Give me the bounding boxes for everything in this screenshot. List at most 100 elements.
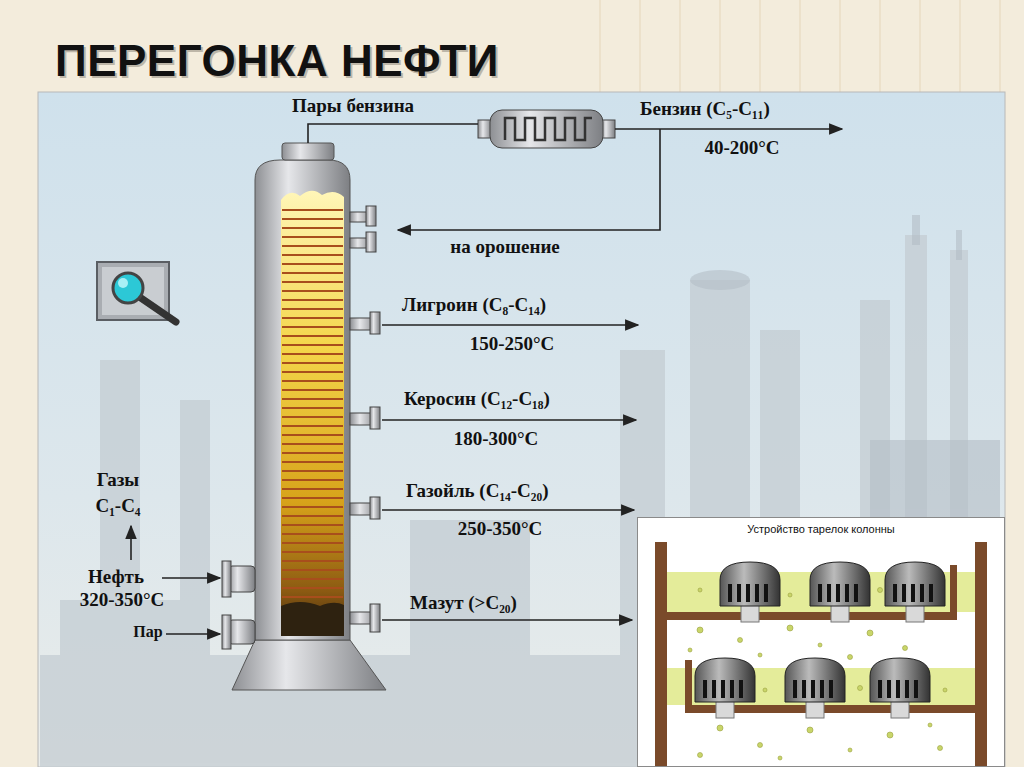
tray-lines xyxy=(282,344,343,346)
tray-inset-drawing xyxy=(758,743,763,748)
flow-arrow xyxy=(382,419,636,421)
tray-lines xyxy=(282,245,343,247)
tray-lines xyxy=(282,281,343,283)
tray-lines xyxy=(282,353,343,355)
condenser xyxy=(505,118,592,140)
nozzle xyxy=(370,497,380,519)
nozzle xyxy=(370,312,380,334)
tray-inset-drawing xyxy=(885,562,945,622)
page-title: ПЕРЕГОНКА НЕФТИ xyxy=(55,36,499,86)
tray-lines xyxy=(282,254,343,256)
refinery-background xyxy=(410,520,530,660)
tray-inset-drawing xyxy=(848,655,853,660)
product-name: Керосин (C₁₂-C₁₈) xyxy=(404,388,550,410)
magnifier-icon xyxy=(118,278,128,288)
tray-lines xyxy=(282,524,343,526)
tray-lines xyxy=(282,470,343,472)
tray-inset-drawing xyxy=(698,753,703,758)
product-name: Газойль (C₁₄-C₂₀) xyxy=(406,480,549,502)
temperature-range: 320-350°C xyxy=(80,589,165,611)
tray-lines xyxy=(282,326,343,328)
tray-inset-drawing xyxy=(695,658,755,718)
tray-lines xyxy=(282,362,343,364)
tray-lines xyxy=(282,551,343,553)
tray-inset-drawing xyxy=(867,630,873,636)
inset-heading: Устройство тарелок колонны xyxy=(638,518,1004,535)
feed-label: Пар xyxy=(133,623,162,641)
band-stripes xyxy=(879,0,881,92)
nozzle xyxy=(366,232,376,252)
tray-lines xyxy=(282,506,343,508)
tray-lines xyxy=(282,569,343,571)
flow-arrow xyxy=(382,324,638,326)
flow-arrow xyxy=(130,526,132,560)
tray-lines xyxy=(282,290,343,292)
tray-inset-drawing xyxy=(637,517,1005,767)
nozzle xyxy=(366,206,376,226)
tray-lines xyxy=(282,416,343,418)
refinery-background xyxy=(690,270,750,290)
feed-label: Газы xyxy=(97,469,139,491)
flow-arrow xyxy=(166,633,220,635)
tray-lines xyxy=(282,236,343,238)
refinery-background xyxy=(40,235,1005,767)
tray-inset-drawing xyxy=(720,562,780,622)
condenser xyxy=(490,110,603,148)
tray-lines xyxy=(282,596,343,598)
tray-inset-drawing xyxy=(655,542,667,767)
nozzle xyxy=(228,566,255,592)
tray-inset-drawing xyxy=(738,638,743,643)
tray-inset-drawing xyxy=(685,660,692,713)
tray-lines xyxy=(282,371,343,373)
band-stripes xyxy=(679,0,681,92)
tray-lines xyxy=(282,227,343,229)
tray-lines xyxy=(282,407,343,409)
nozzle xyxy=(222,615,231,649)
distillation-column xyxy=(282,143,334,160)
tray-lines xyxy=(282,479,343,481)
tray-inset-drawing xyxy=(818,643,822,647)
distillation-column xyxy=(281,191,344,636)
tray-lines xyxy=(282,488,343,490)
refinery-background xyxy=(870,440,1000,520)
tray-inset-drawing xyxy=(858,686,863,691)
temperature-range: 250-350°C xyxy=(458,518,543,540)
flow-arrow xyxy=(382,509,634,511)
flow-arrow xyxy=(162,577,220,579)
flow-arrow xyxy=(382,619,632,621)
refinery-background xyxy=(180,400,210,600)
nozzle xyxy=(228,620,255,644)
flow-arrow xyxy=(308,124,478,143)
tray-inset-drawing xyxy=(785,658,845,718)
tray-lines xyxy=(282,317,343,319)
tray-lines xyxy=(282,380,343,382)
tray-lines xyxy=(282,497,343,499)
tray-lines xyxy=(282,452,343,454)
magnifier-icon xyxy=(113,273,143,303)
nozzle xyxy=(222,206,380,649)
tray-lines xyxy=(282,398,343,400)
tray-inset-drawing xyxy=(787,625,793,631)
distillation-column xyxy=(232,143,386,690)
tray-inset-drawing xyxy=(778,756,782,760)
tray-inset-drawing xyxy=(878,588,883,593)
product-name: Бензин (C₅-C₁₁) xyxy=(640,98,770,120)
tray-inset-drawing xyxy=(688,588,947,761)
temperature-range: 180-300°C xyxy=(454,428,539,450)
tray-lines xyxy=(282,443,343,445)
tray-lines xyxy=(282,209,343,211)
band-stripes xyxy=(919,0,921,92)
distillation-column xyxy=(232,640,386,690)
product-name: Мазут (>C₂₀) xyxy=(410,592,517,614)
product-name: Лигроин (C₈-C₁₄) xyxy=(402,294,546,316)
tray-lines xyxy=(282,263,343,265)
tray-inset-drawing xyxy=(950,565,957,620)
tray-inset-drawing xyxy=(975,542,987,767)
tray-lines xyxy=(282,587,343,589)
tray-lines xyxy=(282,533,343,535)
flow-arrow xyxy=(615,128,842,130)
tray-inset-drawing xyxy=(807,727,813,733)
magnifier-icon xyxy=(97,262,176,322)
